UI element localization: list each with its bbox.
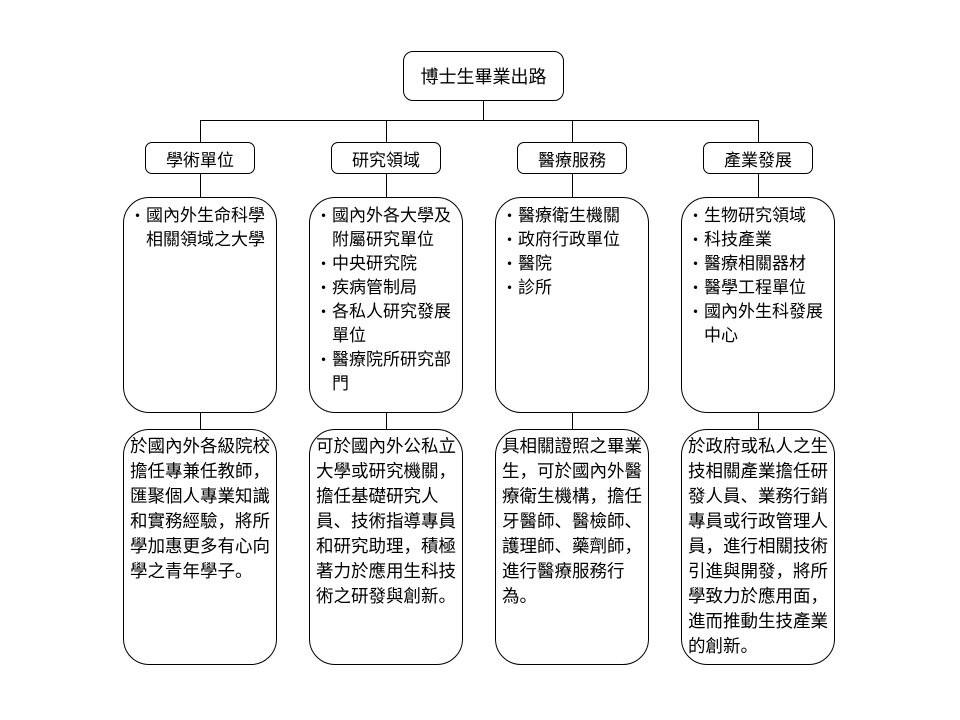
bullet-text: 醫療相關器材 xyxy=(704,254,806,274)
list-item: • 醫學工程單位 xyxy=(689,276,829,300)
description-text: 於政府或私人之生技相關產業擔任研發人員、業務行銷專員或行政管理人員，進行相關技術… xyxy=(688,437,828,657)
branch-label: 學術單位 xyxy=(166,150,234,171)
branch-node-industry: 產業發展 xyxy=(703,142,813,174)
connector-root-down xyxy=(483,101,484,120)
list-item: • 醫療相關器材 xyxy=(689,252,829,276)
description-box-industry: 於政府或私人之生技相關產業擔任研發人員、業務行銷專員或行政管理人員，進行相關技術… xyxy=(681,429,835,665)
connector-drop-research xyxy=(386,120,387,142)
bullet-icon: • xyxy=(506,257,514,271)
bullet-icon: • xyxy=(134,209,142,223)
connector-industry-to-bullets xyxy=(758,174,759,197)
connector-academic-to-bullets xyxy=(200,174,201,197)
bullets-box-medical: • 醫療衛生機關 • 政府行政單位 • 醫院 • 診所 xyxy=(495,197,649,413)
branch-label: 產業發展 xyxy=(724,150,792,171)
list-item: • 疾病管制局 xyxy=(317,276,457,300)
connector-research-to-description xyxy=(386,413,387,429)
branch-node-academic: 學術單位 xyxy=(145,142,255,174)
list-item: • 診所 xyxy=(503,276,643,300)
list-item: • 科技產業 xyxy=(689,228,829,252)
description-box-research: 可於國內外公私立大學或研究機關，擔任基礎研究人員、技術指導專員和研究助理，積極著… xyxy=(309,429,463,665)
connector-drop-medical xyxy=(572,120,573,142)
bullet-icon: • xyxy=(320,305,328,319)
bullet-text: 國內外生科發展中心 xyxy=(704,302,823,346)
list-item: • 各私人研究發展單位 xyxy=(317,300,457,348)
bullet-icon: • xyxy=(692,305,700,319)
bullet-list: •國內外各大學及附屬研究單位 •中央研究院 •疾病管制局 •各私人研究發展單位 … xyxy=(310,198,462,396)
bullet-text: 政府行政單位 xyxy=(518,230,620,250)
bullet-icon: • xyxy=(506,209,514,223)
bullet-text: 診所 xyxy=(518,278,552,298)
bullet-list: • 生物研究領域 • 科技產業 • 醫療相關器材 • 醫學工程單位 • 國內外生科發展中心 xyxy=(682,198,834,348)
bullet-icon: • xyxy=(692,281,700,295)
bullet-text: 國內外生命科學相關領域之大學 xyxy=(146,206,265,250)
bullet-icon: • xyxy=(692,209,700,223)
bullet-icon: • xyxy=(320,353,328,367)
bullets-box-industry: • 生物研究領域 • 科技產業 • 醫療相關器材 • 醫學工程單位 • 國內外生科發展中心 xyxy=(681,197,835,413)
connector-academic-to-description xyxy=(200,413,201,429)
connector-research-to-bullets xyxy=(386,174,387,197)
branch-node-medical: 醫療服務 xyxy=(517,142,627,174)
bullet-list: • 醫療衛生機關 • 政府行政單位 • 醫院 • 診所 xyxy=(496,198,648,300)
bullet-text: 中央研究院 xyxy=(332,254,417,274)
bullet-icon: • xyxy=(320,281,328,295)
description-text: 於國內外各級院校擔任專兼任教師，匯聚個人專業知識和實務經驗，將所學加惠更多有心向… xyxy=(130,437,270,582)
bullet-icon: • xyxy=(506,281,514,295)
bullet-icon: • xyxy=(692,257,700,271)
bullet-text: 醫療院所研究部門 xyxy=(332,350,451,394)
root-node: 博士生畢業出路 xyxy=(403,51,564,101)
bullets-box-academic: • 國內外生命科學相關領域之大學 xyxy=(123,197,277,413)
connector-medical-to-description xyxy=(572,413,573,429)
bullet-icon: • xyxy=(320,209,328,223)
connector-medical-to-bullets xyxy=(572,174,573,197)
bullet-text: 國內外各大學及附屬研究單位 xyxy=(332,206,451,250)
bullet-icon: • xyxy=(506,233,514,247)
bullet-text: 醫院 xyxy=(518,254,552,274)
bullets-box-research: •國內外各大學及附屬研究單位 •中央研究院 •疾病管制局 •各私人研究發展單位 … xyxy=(309,197,463,413)
branch-label: 醫療服務 xyxy=(538,150,606,171)
root-node-label: 博士生畢業出路 xyxy=(420,67,547,88)
bullet-icon: • xyxy=(320,257,328,271)
bullet-text: 醫療衛生機關 xyxy=(518,206,620,226)
branch-node-research: 研究領域 xyxy=(331,142,441,174)
list-item: • 政府行政單位 xyxy=(503,228,643,252)
list-item: • 醫療院所研究部門 xyxy=(317,348,457,396)
description-box-medical: 具相關證照之畢業生，可於國內外醫療衛生機構，擔任牙醫師、醫檢師、護理師、藥劑師，… xyxy=(495,429,649,665)
bullet-text: 生物研究領域 xyxy=(704,206,806,226)
description-text: 可於國內外公私立大學或研究機關，擔任基礎研究人員、技術指導專員和研究助理，積極著… xyxy=(316,437,456,607)
list-item: • 醫院 xyxy=(503,252,643,276)
bullet-text: 各私人研究發展單位 xyxy=(332,302,451,346)
bullet-text: 疾病管制局 xyxy=(332,278,417,298)
description-text: 具相關證照之畢業生，可於國內外醫療衛生機構，擔任牙醫師、醫檢師、護理師、藥劑師，… xyxy=(502,437,642,607)
description-box-academic: 於國內外各級院校擔任專兼任教師，匯聚個人專業知識和實務經驗，將所學加惠更多有心向… xyxy=(123,429,277,665)
bullet-text: 科技產業 xyxy=(704,230,772,250)
connector-horizontal-bar xyxy=(200,120,759,121)
list-item: • 國內外生命科學相關領域之大學 xyxy=(131,204,271,252)
bullet-icon: • xyxy=(692,233,700,247)
bullet-list: • 國內外生命科學相關領域之大學 xyxy=(124,198,276,252)
connector-drop-industry xyxy=(758,120,759,142)
list-item: • 國內外生科發展中心 xyxy=(689,300,829,348)
list-item: • 醫療衛生機關 xyxy=(503,204,643,228)
connector-drop-academic xyxy=(200,120,201,142)
list-item: • 國內外各大學及附屬研究單位 xyxy=(317,204,457,252)
list-item: • 中央研究院 xyxy=(317,252,457,276)
list-item: • 生物研究領域 xyxy=(689,204,829,228)
bullet-text: 醫學工程單位 xyxy=(704,278,806,298)
branch-label: 研究領域 xyxy=(352,150,420,171)
connector-industry-to-description xyxy=(758,413,759,429)
